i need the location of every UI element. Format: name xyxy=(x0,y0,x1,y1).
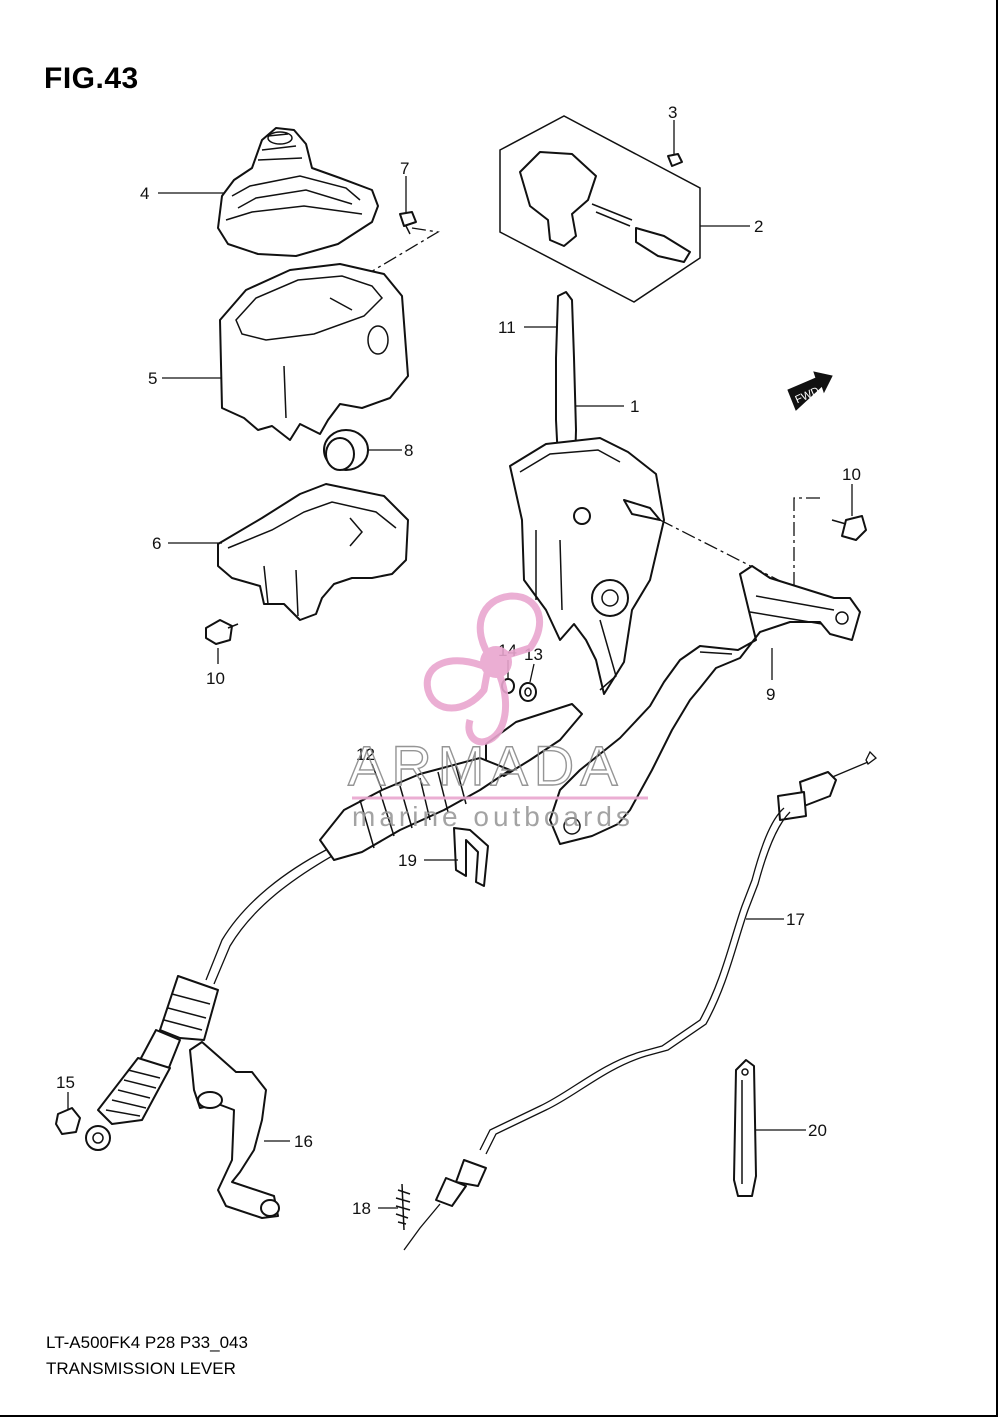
callout-6: 6 xyxy=(152,534,161,553)
part-bolt-left[interactable] xyxy=(205,619,239,645)
part-washer-13[interactable] xyxy=(519,682,537,702)
callout-10-right: 10 xyxy=(842,465,861,484)
model-code: LT-A500FK4 P28 P33_043 xyxy=(46,1333,248,1352)
callout-18: 18 xyxy=(352,1199,371,1218)
part-bolt-right[interactable] xyxy=(831,515,867,541)
part-nut-15[interactable] xyxy=(55,1107,81,1135)
part-shift-cable[interactable] xyxy=(85,703,583,1151)
part-arm[interactable] xyxy=(189,1041,280,1219)
fwd-direction-badge: FWD xyxy=(787,371,833,411)
leader-lines xyxy=(67,120,853,1209)
dash-line-10 xyxy=(793,497,820,590)
watermark-brand: ARMADA xyxy=(348,734,624,797)
part-nut-3[interactable] xyxy=(667,153,683,167)
callout-2: 2 xyxy=(754,217,763,236)
part-cover-upper[interactable] xyxy=(219,263,409,441)
callout-10-left: 10 xyxy=(206,669,225,688)
callout-17: 17 xyxy=(786,910,805,929)
part-grommet[interactable] xyxy=(323,429,369,471)
part-bracket[interactable] xyxy=(549,565,861,845)
figure-title: FIG.43 xyxy=(44,62,139,95)
callout-labels: 1 2 3 4 5 6 7 8 9 10 10 11 12 13 14 15 1… xyxy=(56,103,861,1218)
part-strap[interactable] xyxy=(733,1059,757,1197)
part-lever-assembly[interactable] xyxy=(509,437,665,695)
dash-line-1 xyxy=(659,519,791,587)
watermark: ARMADA marine outboards xyxy=(347,592,648,832)
part-throttle-cable[interactable] xyxy=(403,750,877,1251)
part-spring[interactable] xyxy=(395,1183,411,1231)
callout-1: 1 xyxy=(630,397,639,416)
callout-9: 9 xyxy=(766,685,775,704)
callout-11: 11 xyxy=(498,318,516,337)
callout-8: 8 xyxy=(404,441,413,460)
callout-19: 19 xyxy=(398,851,417,870)
callout-12: 12 xyxy=(356,745,375,764)
callout-15: 15 xyxy=(56,1073,75,1092)
callout-4: 4 xyxy=(140,184,149,203)
part-rubber-boot[interactable] xyxy=(217,127,379,257)
dash-line-7 xyxy=(363,227,440,277)
callout-20: 20 xyxy=(808,1121,827,1140)
part-screw-7[interactable] xyxy=(399,211,417,235)
callout-16: 16 xyxy=(294,1132,313,1151)
section-title: TRANSMISSION LEVER xyxy=(46,1359,236,1378)
callout-7: 7 xyxy=(400,159,409,178)
callout-5: 5 xyxy=(148,369,157,388)
part-shift-knob-set[interactable] xyxy=(499,115,701,303)
part-cover-lower[interactable] xyxy=(217,483,409,621)
callout-3: 3 xyxy=(668,103,677,122)
watermark-propeller-icon xyxy=(423,592,544,746)
part-clip[interactable] xyxy=(453,827,489,887)
watermark-tagline: marine outboards xyxy=(352,801,634,832)
